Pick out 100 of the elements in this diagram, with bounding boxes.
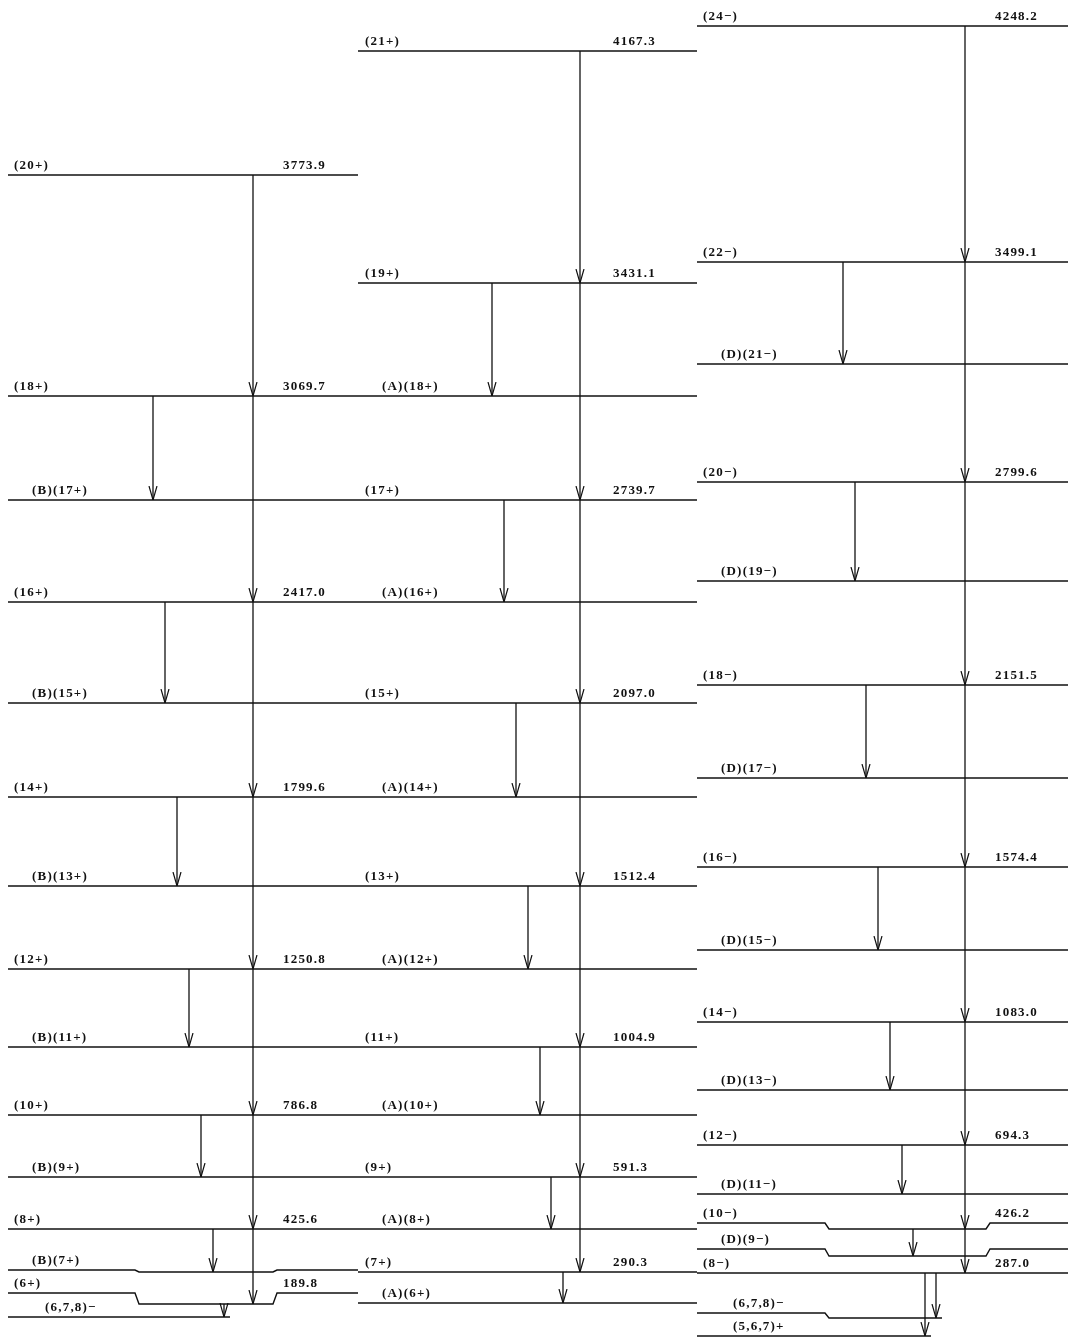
energy-level <box>697 1319 931 1337</box>
transition-arrow <box>511 702 521 798</box>
energy-level <box>8 483 358 501</box>
energy-level <box>697 850 1068 868</box>
transition-arrow <box>960 1021 970 1146</box>
energy-value: 1004.9 <box>613 1030 656 1044</box>
level-label: (8−) <box>703 1256 731 1270</box>
transition-arrow <box>184 968 194 1048</box>
energy-level <box>8 1253 358 1273</box>
energy-level <box>358 1030 697 1048</box>
energy-value: 426.2 <box>995 1206 1031 1220</box>
energy-value: 290.3 <box>613 1255 649 1269</box>
transition-arrow <box>148 395 158 501</box>
energy-level <box>697 1256 1068 1274</box>
energy-level <box>8 158 358 176</box>
energy-level <box>8 869 358 887</box>
level-label: (6,7,8)− <box>45 1300 97 1314</box>
energy-value: 189.8 <box>283 1276 319 1290</box>
transition-arrow <box>558 1271 568 1304</box>
energy-level <box>8 1098 358 1116</box>
transition-arrow <box>575 1046 585 1178</box>
transition-arrow <box>960 1144 970 1230</box>
energy-level <box>697 1206 1068 1230</box>
level-label: (D)(21−) <box>721 347 778 361</box>
level-label: (6,7,8)− <box>733 1296 785 1310</box>
energy-level <box>697 9 1068 27</box>
level-label: (18+) <box>14 379 50 393</box>
energy-level <box>697 761 1068 779</box>
transition-arrow <box>575 702 585 887</box>
transition-arrow <box>208 1228 218 1273</box>
energy-level <box>697 1177 1068 1195</box>
energy-level <box>358 1098 697 1116</box>
energy-level <box>358 585 697 603</box>
energy-value: 1250.8 <box>283 952 326 966</box>
transition-arrow <box>160 601 170 704</box>
transition-arrow <box>248 395 258 603</box>
level-label: (A)(16+) <box>382 585 439 599</box>
energy-value: 3069.7 <box>283 379 326 393</box>
level-label: (5,6,7)+ <box>733 1319 785 1333</box>
level-label: (A)(14+) <box>382 780 439 794</box>
level-label: (B)(11+) <box>32 1030 88 1044</box>
level-label: (B)(13+) <box>32 869 88 883</box>
level-label: (21+) <box>365 34 401 48</box>
energy-value: 694.3 <box>995 1128 1031 1142</box>
level-label: (D)(17−) <box>721 761 778 775</box>
energy-level <box>697 245 1068 263</box>
energy-value: 591.3 <box>613 1160 649 1174</box>
energy-level <box>8 1212 358 1230</box>
level-label: (14−) <box>703 1005 739 1019</box>
energy-level <box>697 1073 1068 1091</box>
transition-arrow <box>248 968 258 1116</box>
transition-arrow <box>897 1144 907 1195</box>
level-label: (11+) <box>365 1030 400 1044</box>
energy-level <box>358 686 697 704</box>
transition-arrow <box>172 796 182 887</box>
transition-arrow <box>248 796 258 970</box>
level-label: (A)(10+) <box>382 1098 439 1112</box>
transition-arrow <box>960 684 970 868</box>
transition-arrow <box>575 1176 585 1273</box>
transition-arrow <box>908 1228 918 1257</box>
transition-arrow <box>838 261 848 365</box>
transition-arrow <box>575 885 585 1048</box>
energy-value: 3773.9 <box>283 158 326 172</box>
level-label: (10+) <box>14 1098 50 1112</box>
transition-arrow <box>248 174 258 397</box>
level-label: (22−) <box>703 245 739 259</box>
transition-arrow <box>960 481 970 686</box>
energy-level <box>358 780 697 798</box>
transition-arrow <box>196 1114 206 1178</box>
energy-level <box>358 379 697 397</box>
energy-value: 786.8 <box>283 1098 319 1112</box>
level-label: (B)(15+) <box>32 686 88 700</box>
transition-arrow <box>920 1272 930 1337</box>
energy-value: 1083.0 <box>995 1005 1038 1019</box>
level-label: (D)(19−) <box>721 564 778 578</box>
energy-value: 1512.4 <box>613 869 656 883</box>
level-label: (24−) <box>703 9 739 23</box>
level-label: (B)(17+) <box>32 483 88 497</box>
level-label: (A)(12+) <box>382 952 439 966</box>
energy-level <box>8 585 358 603</box>
energy-value: 3431.1 <box>613 266 656 280</box>
transition-arrow <box>960 25 970 263</box>
transition-arrow <box>575 282 585 501</box>
level-label: (D)(11−) <box>721 1177 777 1191</box>
transition-arrow <box>960 261 970 483</box>
energy-level <box>358 952 697 970</box>
energy-level <box>697 465 1068 483</box>
energy-level <box>358 483 697 501</box>
transition-arrow <box>535 1046 545 1116</box>
level-label: (9+) <box>365 1160 393 1174</box>
energy-level <box>358 1255 697 1273</box>
energy-value: 4167.3 <box>613 34 656 48</box>
energy-level <box>358 266 697 284</box>
transition-arrow <box>960 866 970 1023</box>
energy-level <box>8 1300 230 1318</box>
level-label: (A)(18+) <box>382 379 439 393</box>
energy-level <box>697 1005 1068 1023</box>
transition-arrow <box>248 601 258 798</box>
transition-arrow <box>487 282 497 397</box>
energy-level <box>697 933 1068 951</box>
